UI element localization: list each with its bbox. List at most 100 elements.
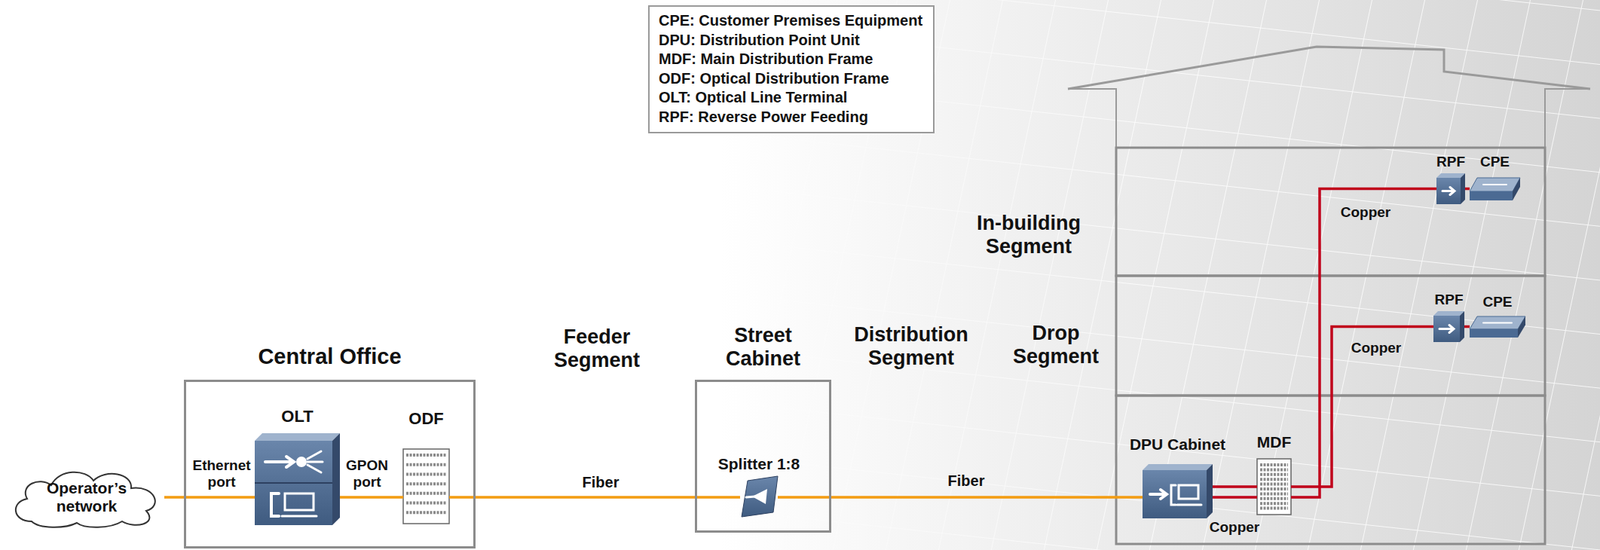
connector-path — [449, 495, 741, 499]
node-heading: Street Cabinet — [706, 324, 820, 371]
side-face — [332, 433, 340, 526]
cpe-top — [1469, 177, 1521, 192]
legend-line: ODF: Optical Distribution Frame — [658, 69, 923, 89]
cpe-side — [1517, 316, 1526, 338]
connector-label: Copper — [1351, 339, 1402, 357]
port-row — [1260, 483, 1288, 487]
odf-icon — [403, 449, 450, 524]
arrow-glyph — [286, 456, 294, 468]
connector-label: Fiber — [948, 472, 986, 490]
legend-line: DPU: Distribution Point Unit — [658, 30, 923, 51]
arrow-glyph — [1160, 489, 1167, 499]
port-row — [1260, 473, 1288, 477]
copper-link — [1465, 188, 1470, 190]
front-face — [1142, 470, 1207, 519]
port-row — [406, 463, 447, 467]
node-heading: ODF — [408, 409, 444, 429]
connector-path — [777, 495, 1143, 499]
arrow-glyph — [1442, 189, 1454, 193]
side-face — [1459, 311, 1465, 343]
port-row — [1260, 487, 1288, 491]
rpf-device: RPF — [1433, 311, 1465, 343]
connector-path — [1465, 187, 1470, 191]
divider — [254, 482, 333, 484]
fiber-link — [777, 497, 1143, 499]
connector-path — [1291, 327, 1434, 488]
dpu-icon — [1142, 464, 1213, 519]
port-row — [1260, 492, 1288, 496]
connector-path — [1212, 485, 1258, 489]
port-label: GPON port — [336, 457, 398, 491]
cpe-top — [1469, 316, 1526, 330]
connector-path — [164, 495, 255, 499]
cpe-slot — [1483, 183, 1507, 186]
connector-label: Copper — [1209, 519, 1261, 536]
copper-link — [1291, 327, 1434, 488]
olt-device: OLT — [254, 433, 340, 526]
port-row — [1260, 477, 1288, 481]
top-face — [254, 433, 340, 441]
port-row — [1260, 501, 1288, 505]
connector-path — [1464, 325, 1470, 329]
bracket-glyph — [271, 493, 279, 517]
mdf-frame: MDF — [1257, 458, 1292, 515]
node-heading: CPE — [1482, 293, 1512, 311]
segment-label: Feeder Segment — [544, 325, 650, 373]
front-face — [254, 440, 333, 526]
frame-body — [1257, 458, 1292, 515]
fiber-link — [449, 497, 741, 499]
connector-path — [1291, 189, 1437, 499]
front-face — [1433, 315, 1460, 343]
cpe-side — [1512, 177, 1521, 201]
node-heading: RPF — [1436, 153, 1466, 171]
splitter-device: Splitter 1:8 — [740, 476, 778, 518]
cpe-device: CPE — [1469, 316, 1526, 338]
cpe-front — [1469, 191, 1513, 201]
arrow-glyph — [1449, 325, 1454, 334]
legend-line: OLT: Optical Line Terminal — [658, 88, 923, 108]
top-face — [1436, 173, 1466, 178]
legend-box: CPE: Customer Premises EquipmentDPU: Dis… — [648, 5, 935, 134]
segment-label: Distribution Segment — [832, 323, 991, 371]
connector-label: Fiber — [582, 474, 620, 492]
port-row — [1260, 507, 1288, 511]
arrow-glyph — [1439, 327, 1453, 331]
segment-label: In-building Segment — [959, 211, 1099, 259]
split-glyph — [296, 456, 307, 468]
olt-icon — [254, 433, 340, 526]
split-glyph — [746, 496, 756, 498]
frame-body — [403, 449, 450, 524]
port-row — [1260, 468, 1288, 472]
port-label: Ethernet port — [186, 457, 257, 491]
split-glyph — [307, 451, 322, 459]
port-row — [1260, 497, 1288, 501]
cloud-shape — [15, 472, 156, 528]
building-outline — [1067, 46, 1591, 545]
node-heading: Central Office — [257, 344, 401, 370]
rpf-icon — [1433, 311, 1465, 343]
segment-label: Drop Segment — [1006, 321, 1105, 369]
arrow-glyph — [265, 460, 293, 464]
cpe-device: CPE — [1469, 177, 1521, 201]
port-row — [406, 453, 447, 457]
arrow-glyph — [1450, 187, 1455, 196]
copper-link — [1212, 486, 1258, 498]
mdf-icon — [1257, 458, 1292, 515]
port-row — [406, 510, 447, 514]
port-row — [406, 482, 447, 486]
network-cloud: Operator’s network — [9, 467, 165, 528]
screen-glyph — [1178, 485, 1199, 499]
split-glyph — [307, 461, 323, 464]
legend-line: RPF: Reverse Power Feeding — [658, 107, 923, 128]
port-row — [406, 472, 447, 476]
cloud-label: Operator’s network — [39, 479, 135, 516]
screen-glyph — [281, 515, 317, 518]
port-row — [406, 492, 447, 496]
split-glyph — [307, 465, 322, 473]
node-heading: DPU Cabinet — [1129, 435, 1226, 454]
legend-line: CPE: Customer Premises Equipment — [658, 11, 923, 31]
legend-line: MDF: Main Distribution Frame — [658, 49, 923, 70]
